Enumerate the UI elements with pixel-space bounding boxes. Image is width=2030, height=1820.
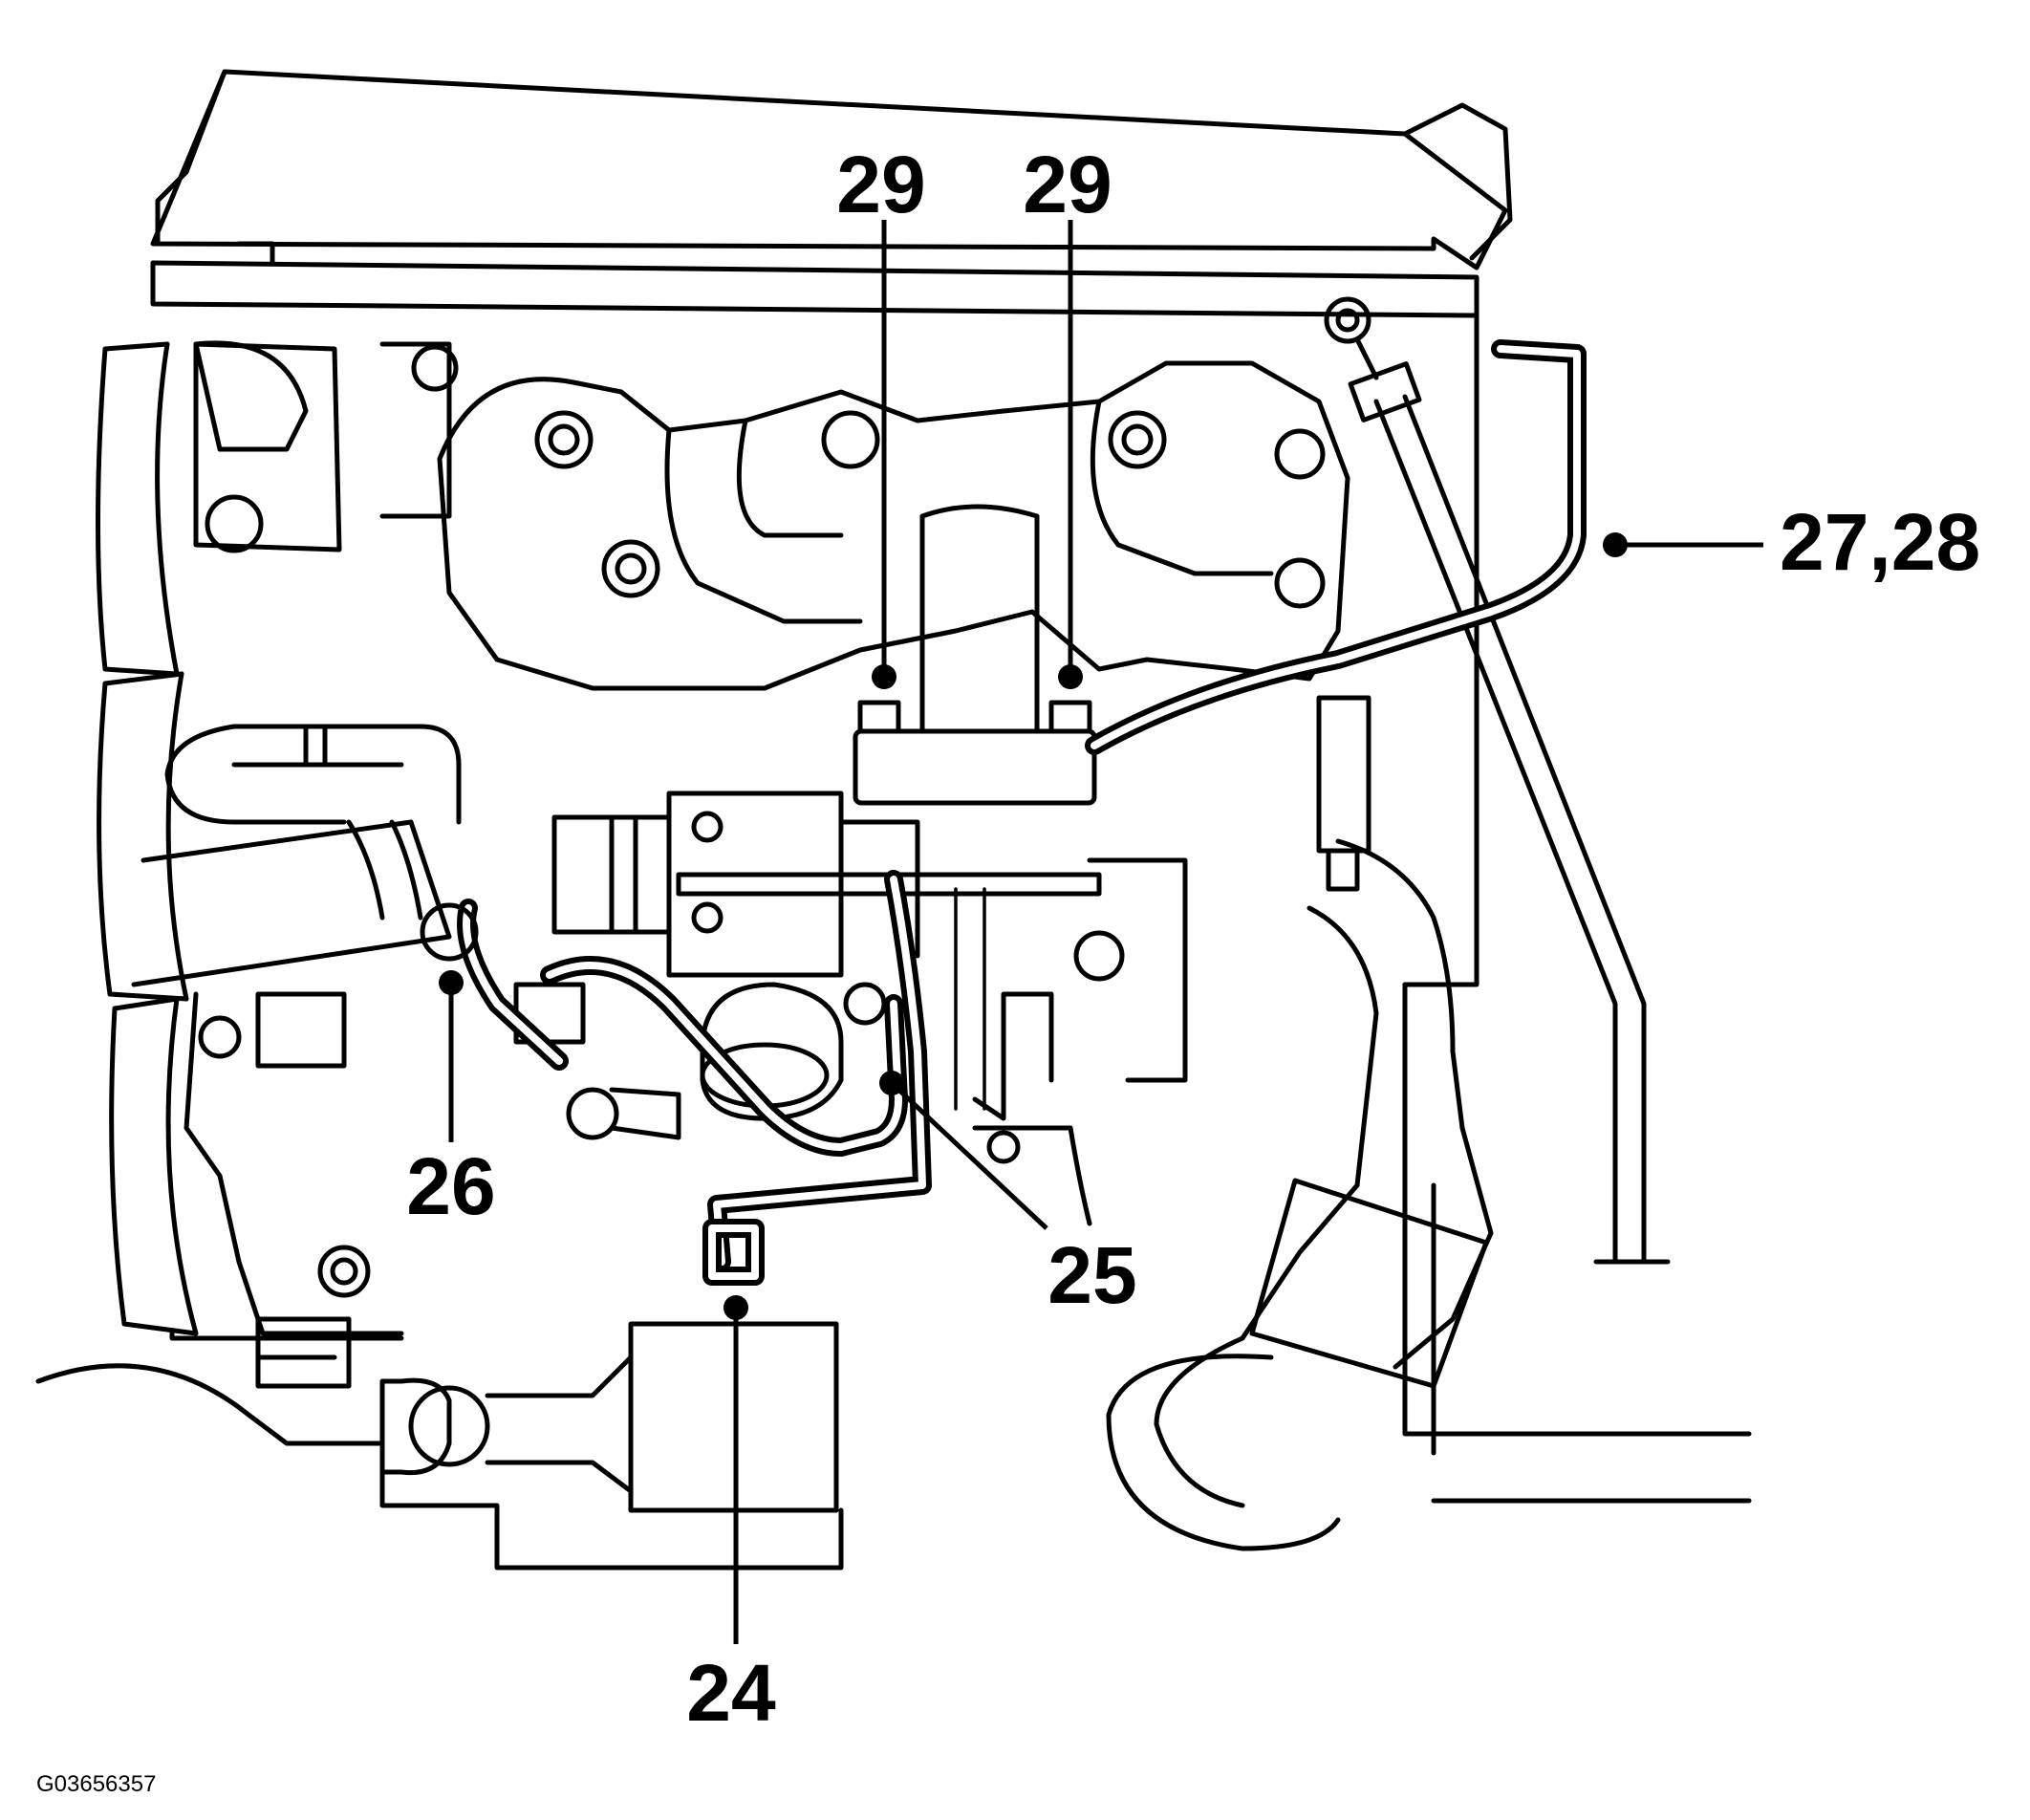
callout-26: 26 [406, 1141, 495, 1231]
callout-29-right: 29 [1023, 140, 1112, 229]
callout-25: 25 [1047, 1230, 1136, 1320]
callout-27-28: 27,28 [1780, 497, 1980, 587]
dot-25 [879, 1071, 904, 1095]
engine-drawing [35, 69, 1752, 1571]
dot-29-left [872, 664, 896, 689]
dot-26 [439, 970, 464, 995]
dot-24 [723, 1295, 748, 1320]
callout-29-left: 29 [836, 140, 925, 229]
dot-27-28 [1603, 532, 1628, 557]
leader-25 [892, 1083, 1048, 1230]
callout-leaders [439, 220, 1763, 1644]
dot-29-right [1058, 664, 1083, 689]
tubing [420, 339, 1587, 1286]
figure-id: G03656357 [36, 1771, 156, 1797]
callout-labels: 29 29 27,28 26 25 24 [406, 140, 1980, 1738]
callout-24: 24 [686, 1648, 776, 1738]
